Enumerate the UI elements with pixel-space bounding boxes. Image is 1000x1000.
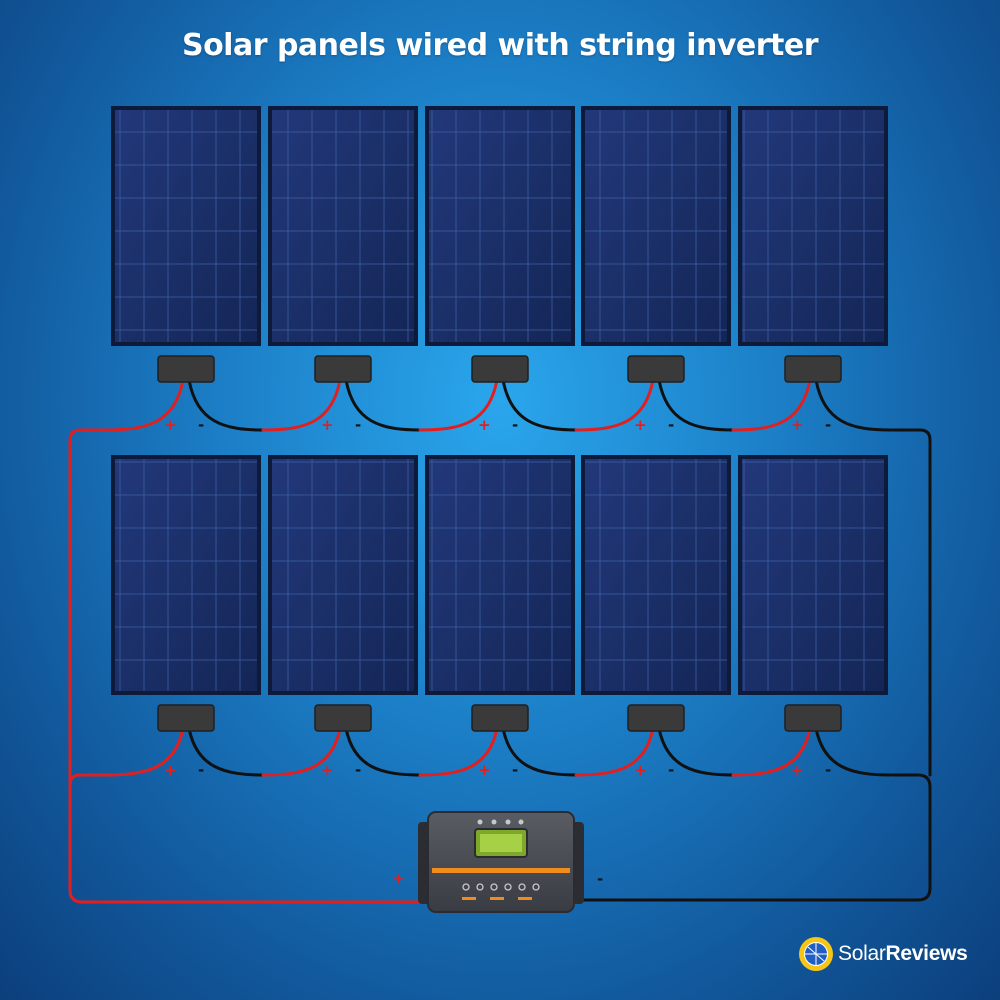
junction-box xyxy=(314,355,372,383)
row-link-wire xyxy=(68,773,108,802)
solar-panel xyxy=(268,106,418,346)
positive-terminal-label: + xyxy=(791,416,804,434)
negative-terminal-label: - xyxy=(825,761,831,779)
negative-terminal-label: - xyxy=(668,416,674,434)
junction-box xyxy=(471,704,529,732)
solar-panel xyxy=(738,455,888,695)
positive-wire xyxy=(104,371,186,432)
negative-wire xyxy=(186,371,266,432)
negative-terminal-label: - xyxy=(355,416,361,434)
positive-wire xyxy=(731,720,813,777)
negative-wire xyxy=(656,720,736,777)
wiring xyxy=(68,371,932,904)
panel-array xyxy=(111,106,888,695)
positive-wire xyxy=(261,720,343,777)
positive-terminal-label: + xyxy=(634,416,647,434)
diagram-title: Solar panels wired with string inverter xyxy=(181,28,819,63)
junction-box xyxy=(314,704,372,732)
solar-panel xyxy=(738,106,888,346)
positive-wire xyxy=(574,371,656,432)
negative-wire xyxy=(500,720,580,777)
positive-terminal-label: + xyxy=(478,416,491,434)
positive-wire xyxy=(731,371,813,432)
negative-wire xyxy=(343,371,423,432)
junction-box xyxy=(784,704,842,732)
positive-wire xyxy=(104,720,186,777)
positive-home-run-wire xyxy=(68,428,430,904)
positive-wire xyxy=(261,371,343,432)
positive-terminal-label: + xyxy=(321,416,334,434)
negative-row-link-wire xyxy=(891,428,932,777)
positive-wire xyxy=(418,720,500,777)
junction-boxes xyxy=(157,355,842,732)
negative-terminal-label: - xyxy=(668,761,674,779)
negative-terminal-label: - xyxy=(198,416,204,434)
solar-panel xyxy=(581,106,731,346)
solar-panel xyxy=(111,455,261,695)
logo-text: SolarReviews xyxy=(838,942,968,965)
negative-wire xyxy=(656,371,736,432)
negative-wire xyxy=(500,371,580,432)
inverter-terminals xyxy=(462,883,540,891)
solar-panel xyxy=(581,455,731,695)
solarreviews-logo: SolarReviews xyxy=(798,934,968,974)
negative-wire xyxy=(343,720,423,777)
negative-terminal-label: - xyxy=(198,761,204,779)
negative-wire xyxy=(186,720,266,777)
negative-terminal-label: - xyxy=(512,416,518,434)
positive-terminal-label: + xyxy=(478,761,491,779)
inverter-negative-label: - xyxy=(597,870,603,888)
polarity-labels: + - + - + - + - + - + - + - + - + - + - xyxy=(164,416,831,779)
negative-wire xyxy=(813,371,893,432)
solar-panel xyxy=(425,455,575,695)
positive-terminal-label: + xyxy=(164,761,177,779)
positive-terminal-label: + xyxy=(791,761,804,779)
junction-box xyxy=(157,355,215,383)
positive-terminal-label: + xyxy=(164,416,177,434)
negative-terminal-label: - xyxy=(512,761,518,779)
positive-wire xyxy=(418,371,500,432)
negative-wire xyxy=(813,720,893,777)
string-inverter: + - xyxy=(392,811,603,913)
inverter-status-leds xyxy=(477,819,524,825)
negative-home-run-wire xyxy=(572,773,932,902)
inverter-positive-label: + xyxy=(392,870,405,888)
positive-wire xyxy=(574,720,656,777)
junction-box xyxy=(627,355,685,383)
inverter-accent-stripe xyxy=(432,868,570,873)
positive-terminal-label: + xyxy=(634,761,647,779)
junction-box xyxy=(627,704,685,732)
sun-icon xyxy=(799,937,833,971)
positive-terminal-label: + xyxy=(321,761,334,779)
negative-terminal-label: - xyxy=(825,416,831,434)
junction-box xyxy=(157,704,215,732)
solar-panel xyxy=(425,106,575,346)
solar-panel xyxy=(111,106,261,346)
negative-terminal-label: - xyxy=(355,761,361,779)
solar-panel xyxy=(268,455,418,695)
junction-box xyxy=(784,355,842,383)
junction-box xyxy=(471,355,529,383)
